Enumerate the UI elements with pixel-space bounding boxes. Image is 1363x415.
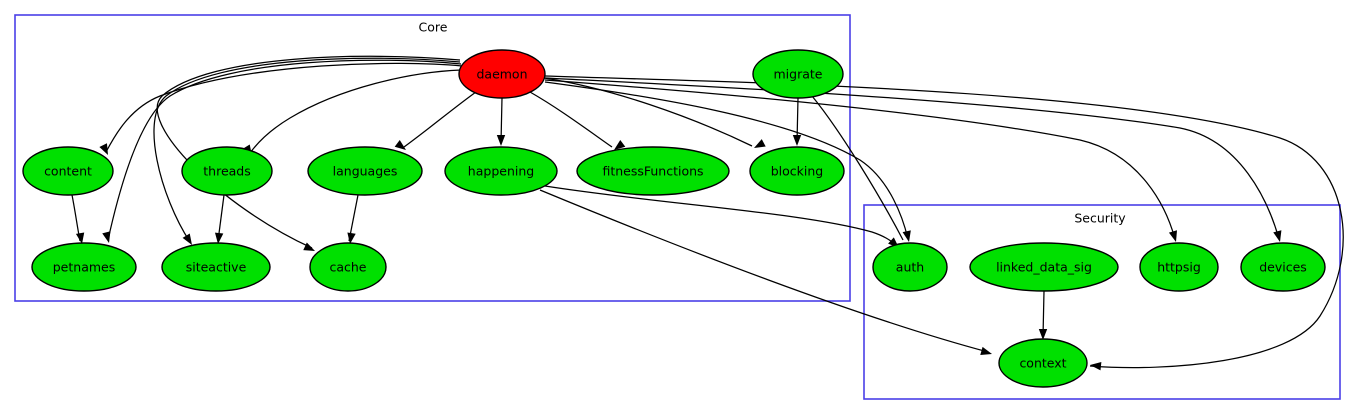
arrowhead-devices <box>1273 230 1282 242</box>
node-daemon[interactable]: daemon <box>458 49 546 99</box>
node-shape-devices[interactable] <box>1240 242 1326 292</box>
node-label-content: content <box>44 164 92 179</box>
edge-daemon-to-threads <box>249 69 462 154</box>
node-fitnessFunctions[interactable]: fitnessFunctions <box>576 146 730 196</box>
node-shape-content[interactable] <box>22 146 114 196</box>
node-shape-fitnessFunctions[interactable] <box>576 146 730 196</box>
node-shape-languages[interactable] <box>307 146 423 196</box>
arrowhead-fitnessFunctions <box>614 140 626 150</box>
node-label-languages: languages <box>333 164 398 179</box>
edge-daemon-to-auth <box>544 81 909 240</box>
node-httpsig[interactable]: httpsig <box>1139 242 1219 292</box>
edge-daemon-to-devices <box>544 77 1280 240</box>
edge-daemon-to-fitnessFunctions <box>529 91 613 148</box>
node-label-happening: happening <box>468 164 534 179</box>
node-shape-blocking[interactable] <box>749 146 845 196</box>
node-shape-happening[interactable] <box>444 146 558 196</box>
arrowhead-happening <box>496 135 506 146</box>
node-shape-daemon[interactable] <box>458 49 546 99</box>
node-label-cache: cache <box>329 260 366 275</box>
node-blocking[interactable]: blocking <box>749 146 845 196</box>
node-label-siteactive: siteactive <box>186 260 247 275</box>
nodes-layer: daemon migrate content threads languages happ… <box>22 49 1326 388</box>
arrowhead-content <box>99 143 108 155</box>
node-shape-cache[interactable] <box>309 242 387 292</box>
node-shape-auth[interactable] <box>872 242 948 292</box>
edges-layer <box>71 55 1344 369</box>
node-happening[interactable]: happening <box>444 146 558 196</box>
node-shape-context[interactable] <box>998 338 1088 388</box>
arrowhead-cache2 <box>347 232 356 244</box>
arrowhead-siteactive2 <box>214 232 224 244</box>
arrowhead-siteactive <box>182 233 192 245</box>
arrowhead-context-l <box>980 346 992 356</box>
node-auth[interactable]: auth <box>872 242 948 292</box>
node-siteactive[interactable]: siteactive <box>161 242 271 292</box>
edge-daemon-to-blocking <box>543 77 753 147</box>
edge-daemon-to-context <box>544 75 1344 369</box>
arrowhead-context-t <box>1038 329 1048 340</box>
edge-daemon-to-cache <box>156 55 461 249</box>
node-petnames[interactable]: petnames <box>31 242 137 292</box>
node-shape-migrate[interactable] <box>752 49 844 99</box>
node-content[interactable]: content <box>22 146 114 196</box>
arrowhead-blocking <box>754 139 766 148</box>
edge-daemon-to-petnames <box>107 59 462 241</box>
edge-daemon-to-siteactive <box>153 57 461 243</box>
node-label-devices: devices <box>1259 260 1307 275</box>
cluster-box-security <box>863 204 1341 400</box>
arrowhead-httpsig <box>1168 230 1178 242</box>
node-cache[interactable]: cache <box>309 242 387 292</box>
node-threads[interactable]: threads <box>181 146 273 196</box>
arrowhead-languages <box>394 140 406 150</box>
node-migrate[interactable]: migrate <box>752 49 844 99</box>
node-shape-petnames[interactable] <box>31 242 137 292</box>
node-shape-threads[interactable] <box>181 146 273 196</box>
node-label-context: context <box>1019 356 1066 371</box>
node-context[interactable]: context <box>998 338 1088 388</box>
arrowhead-auth-a <box>902 230 911 242</box>
arrowhead-cache <box>303 242 315 251</box>
cluster-box-core <box>14 14 851 302</box>
node-label-linked_data_sig: linked_data_sig <box>996 260 1092 275</box>
cluster-core: Core <box>14 14 851 302</box>
node-shape-siteactive[interactable] <box>161 242 271 292</box>
node-label-blocking: blocking <box>771 164 824 179</box>
arrowhead-context-r <box>1090 361 1102 371</box>
edge-migrate-to-auth <box>811 95 904 241</box>
node-label-auth: auth <box>896 260 924 275</box>
edge-happening-to-context <box>539 189 989 353</box>
node-languages[interactable]: languages <box>307 146 423 196</box>
node-label-petnames: petnames <box>53 260 116 275</box>
node-label-daemon: daemon <box>476 67 527 82</box>
cluster-label-security: Security <box>1074 211 1126 226</box>
arrowhead-petnames2 <box>75 232 85 244</box>
node-shape-linked_data_sig[interactable] <box>969 242 1119 292</box>
edge-daemon-to-content <box>105 62 463 153</box>
node-label-fitnessFunctions: fitnessFunctions <box>602 164 703 179</box>
node-shape-httpsig[interactable] <box>1139 242 1219 292</box>
node-devices[interactable]: devices <box>1240 242 1326 292</box>
edge-daemon-to-httpsig <box>544 79 1176 240</box>
cluster-label-core: Core <box>419 20 448 35</box>
node-label-httpsig: httpsig <box>1157 260 1201 275</box>
edge-daemon-to-languages <box>403 91 477 148</box>
node-label-migrate: migrate <box>774 67 823 82</box>
cluster-security: Security <box>863 204 1341 400</box>
arrowhead-blocking2 <box>792 135 802 146</box>
arrowhead-petnames <box>102 231 111 243</box>
node-linked_data_sig[interactable]: linked_data_sig <box>969 242 1119 292</box>
node-label-threads: threads <box>203 164 251 179</box>
edge-happening-to-auth <box>544 185 897 246</box>
